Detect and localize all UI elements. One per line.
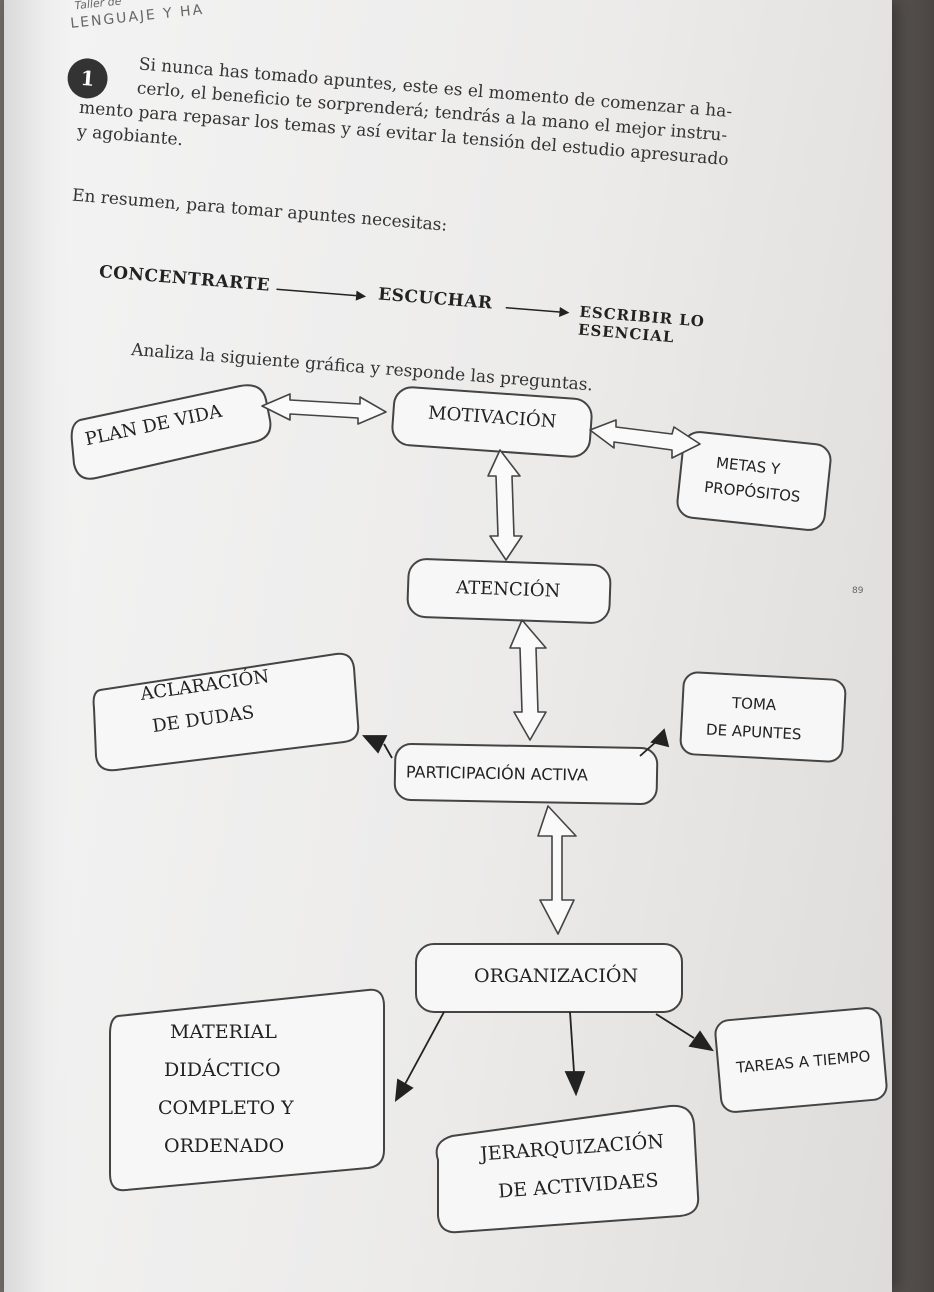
box-aclaracion [92,652,360,772]
double-arrow-icon [537,805,577,935]
double-arrow-icon [509,619,547,741]
note-taking-sequence: CONCENTRARTE ESCUCHAR ESCRIBIR LO ESENCI… [95,262,798,378]
box-metas [676,431,832,531]
double-arrow-icon [261,393,387,425]
box-material [109,988,385,1192]
arrow-to-jerarquizacion-icon [564,1071,586,1097]
box-plan-de-vida [70,384,272,480]
label-material-2: DIDÁCTICO [164,1059,281,1081]
label-toma-1: TOMA [731,693,777,715]
label-material-1: MATERIAL [170,1021,277,1043]
box-jerarquizacion [435,1104,700,1234]
double-arrow-icon [487,449,523,561]
box-participacion [393,742,659,806]
label-material-4: ORDENADO [164,1135,285,1157]
arrow-to-material-icon [394,1078,414,1102]
arrow-to-tareas-icon [688,1030,714,1052]
box-toma [679,671,847,763]
double-arrow-icon [589,419,701,459]
page-number: 89 [852,586,864,596]
arrow-to-aclaracion-icon [362,735,388,754]
arrow-right-icon [505,306,570,317]
label-toma-2: DE APUNTES [705,720,802,744]
label-material-3: COMPLETO Y [158,1097,294,1119]
label-participacion: PARTICIPACIÓN ACTIVA [405,762,589,785]
arrow-to-toma-icon [650,728,670,748]
label-organizacion: ORGANIZACIÓN [474,965,639,987]
box-atencion [406,558,612,624]
arrow-right-icon [276,288,367,301]
label-atencion: ATENCIÓN [455,577,561,602]
box-organizacion [415,943,683,1013]
page-binding-shadow [4,0,74,1292]
box-tareas [714,1007,888,1113]
